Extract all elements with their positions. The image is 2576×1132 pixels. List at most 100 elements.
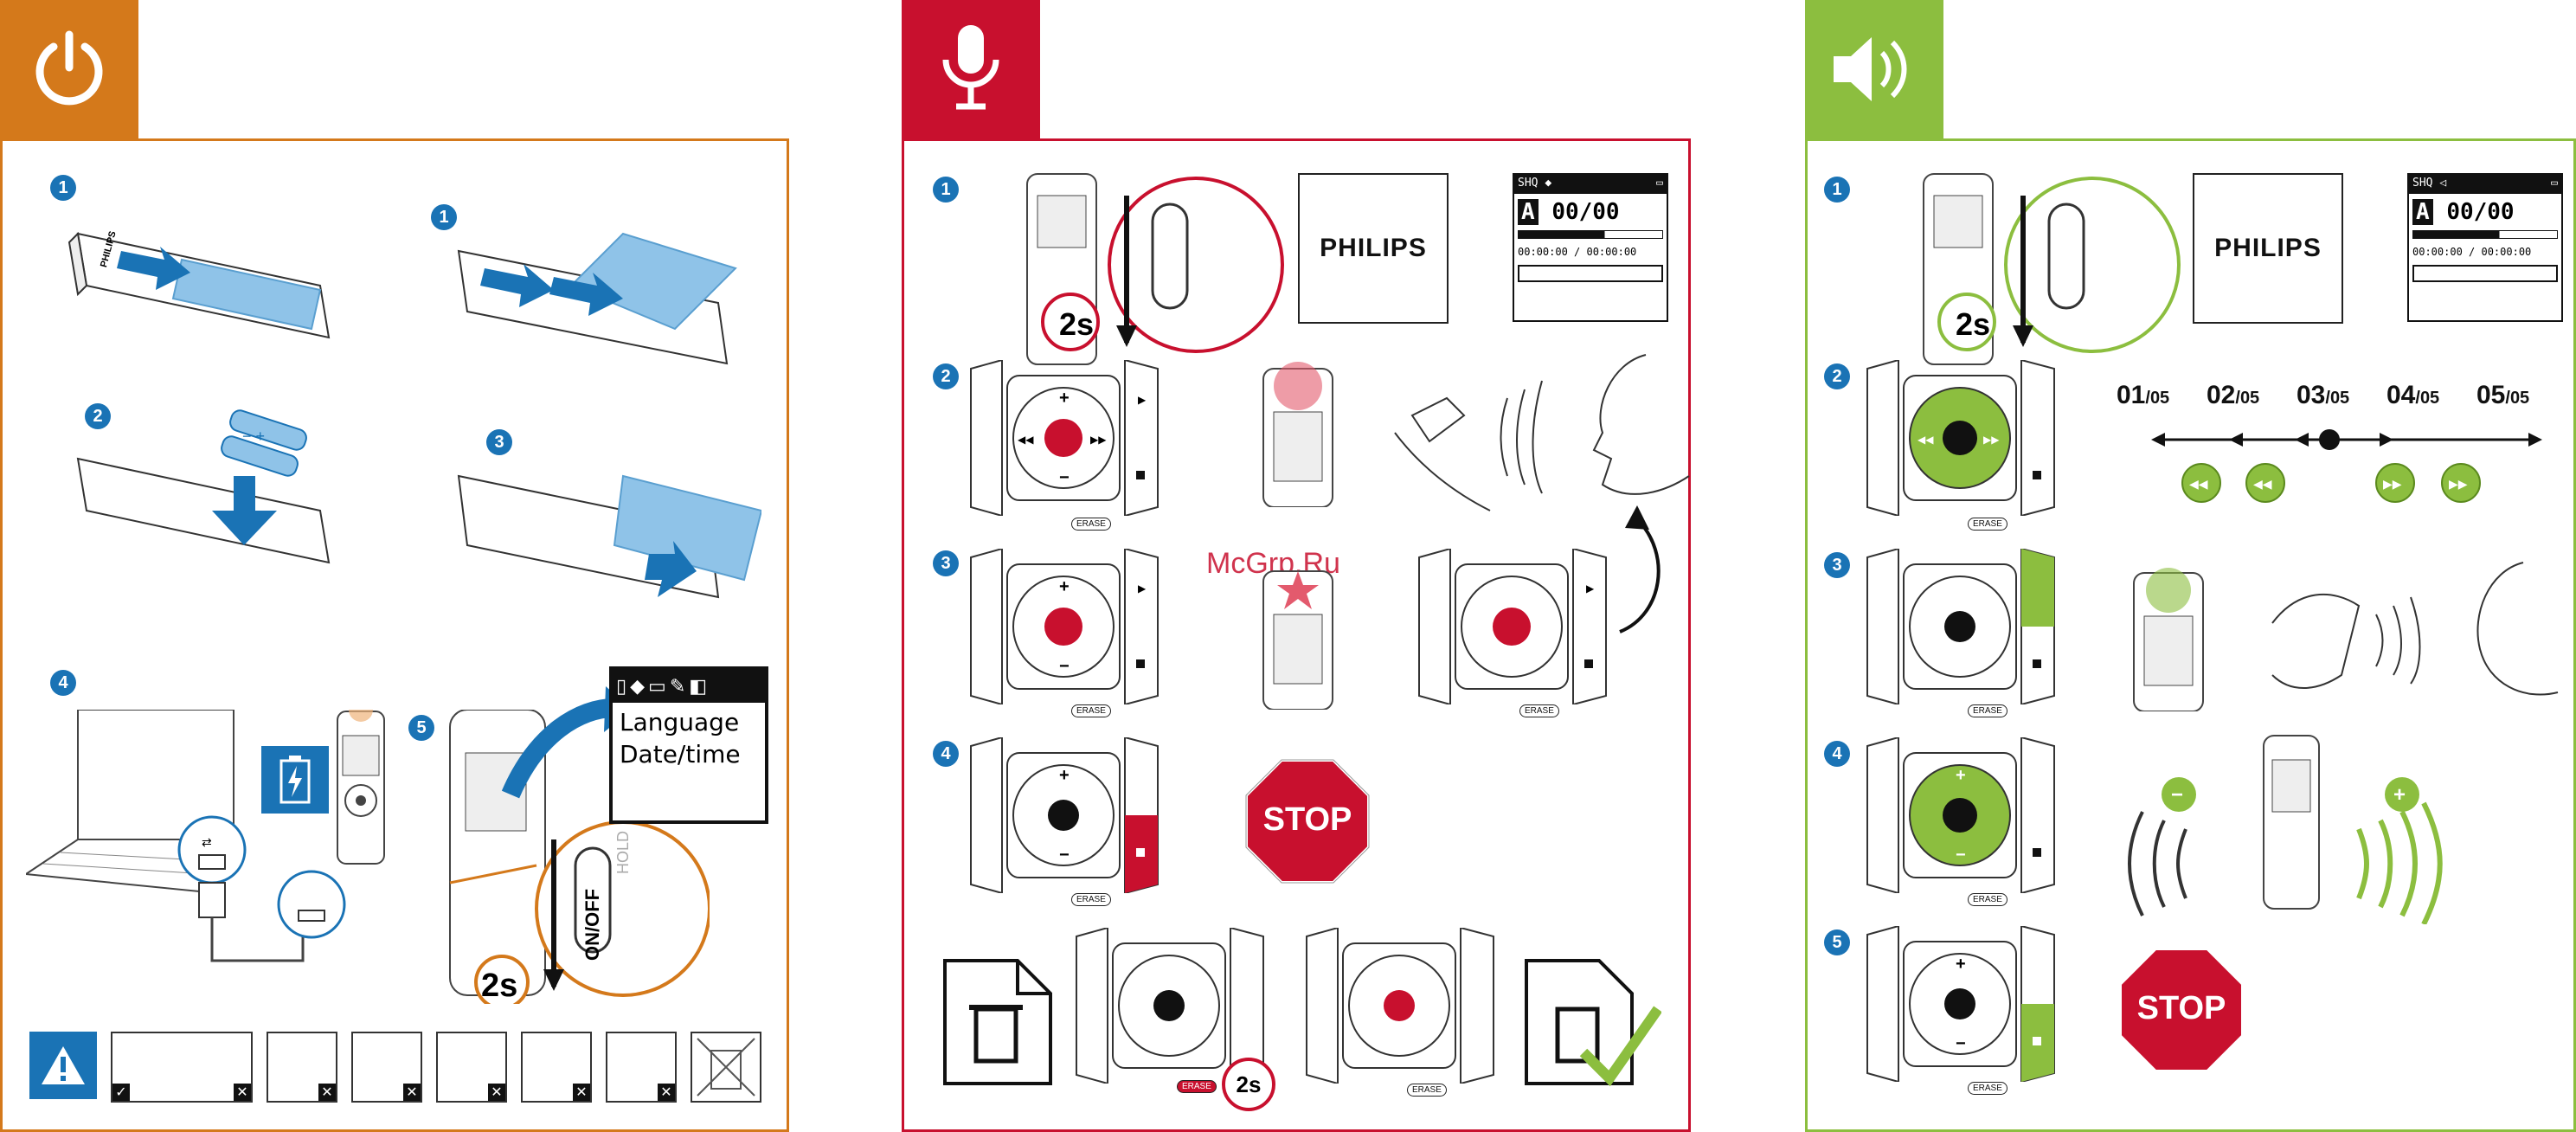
step-badge: 1 [431,204,457,230]
erase-button[interactable]: ERASE [1968,704,2007,717]
svg-text:▶▶: ▶▶ [2449,477,2468,491]
control-pad-stop[interactable]: + − [1866,926,2056,1082]
svg-text:▶: ▶ [1586,582,1595,595]
microphone-icon [942,25,999,110]
stop-label: STOP [1262,801,1352,838]
control-pad-volume[interactable]: + − [1866,737,2056,893]
svg-text:−: − [2171,783,2183,807]
step-badge: 2 [933,363,959,389]
step-badge: 2 [1824,363,1850,389]
erase-button[interactable]: ERASE [1519,704,1559,717]
charging-badge [261,746,329,814]
erase-button[interactable]: ERASE [1071,704,1111,717]
file-counter: 00/00 [1551,199,1620,225]
brand-screen: PHILIPS [1298,173,1449,324]
device-led-blink-illustration [1262,570,1333,710]
file-counter: 00/00 [2446,199,2515,225]
svg-text:◀◀: ◀◀ [2189,477,2208,491]
device-back-lift-cover-illustration [457,232,737,365]
brand-screen: PHILIPS [2193,173,2343,324]
control-pad-record[interactable]: ▶ [1417,549,1608,704]
hold-duration-label: 2s [1059,306,1095,342]
recorder-lcd-screen: SHQ ◆▭ A 00/00 00:00:00 / 00:00:00 [1513,173,1668,322]
menu-item-language[interactable]: Language [620,708,740,736]
warning-icons-row: ✓✕ ✕ ✕ ✕ ✕ ✕ [111,1032,761,1103]
step-badge: 1 [50,175,76,201]
progress-bar [2412,265,2558,282]
delete-file-icon [943,959,1052,1085]
warning-icon [42,1046,85,1084]
track-index: 03/05 [2297,381,2350,409]
track-index: 02/05 [2207,381,2260,409]
disposal-bin-icon [691,1032,761,1103]
device-hold-switch-illustration [1923,173,2181,365]
warning-badge [29,1032,97,1099]
lcd-status-bar: SHQ ◁▭ [2409,175,2561,194]
time-display: 00:00:00 / 00:00:00 [1518,246,1637,258]
listening-illustration [2271,562,2559,696]
switch-label: ON/OFF [581,888,603,961]
cleaning-ok-icon: ✓✕ [111,1032,253,1103]
progress-bar [1518,265,1663,282]
laptop-usb-illustration: ⇄ [26,710,346,962]
rain-icon: ✕ [521,1032,592,1103]
menu-item-datetime[interactable]: Date/time [620,740,741,769]
control-pad-record[interactable]: + − ▶ [969,549,1160,704]
folder-label: A [2412,199,2433,225]
playback-tab[interactable] [1805,0,1943,138]
erase-button[interactable]: ERASE [1071,518,1111,531]
hold-duration-label: 2s [1956,306,1991,342]
svg-text:▶▶: ▶▶ [1983,434,2000,446]
erase-button-highlighted[interactable]: ERASE [1177,1080,1217,1093]
player-lcd-screen: SHQ ◁▭ A 00/00 00:00:00 / 00:00:00 [2407,173,2563,322]
step-badge: 5 [408,715,434,741]
disassemble-icon: ✕ [606,1032,677,1103]
control-pad-stop[interactable]: + − [969,737,1160,893]
deleted-confirm-icon [1525,959,1661,1087]
control-pad-record[interactable] [1305,928,1495,1084]
device-back-open-illustration [67,231,331,339]
power-tab[interactable] [0,0,138,138]
control-pad-erase[interactable] [1075,928,1265,1084]
record-tab[interactable] [902,0,1040,138]
time-display: 00:00:00 / 00:00:00 [2412,246,2532,258]
svg-text:+: + [1059,577,1070,596]
erase-button[interactable]: ERASE [1968,893,2007,906]
record-panel: 1 2 3 4 2s PHILIPS SHQ ◆▭ A 00/00 00:00:… [902,0,1691,1132]
hand-speaking-illustration [1394,354,1690,511]
svg-text:−: − [1059,846,1070,865]
power-panel: 1 1 2 3 4 5 PHILIPS − + [0,0,789,1132]
menu-icon-bar: ▯ ◆ ▭ ✎ ◧ [613,670,765,703]
battery-icon: ▭ [1656,177,1663,190]
device-led-record-illustration [1262,362,1333,507]
speaker-icon: ◁ [2439,177,2447,190]
erase-button[interactable]: ERASE [1407,1084,1447,1097]
svg-text:◀◀: ◀◀ [2253,477,2272,491]
stop-sign [1244,758,1371,884]
erase-button[interactable]: ERASE [1071,893,1111,906]
control-pad-record[interactable]: + − ◀◀ ▶▶ ▶ [969,360,1160,516]
step-badge: 2 [85,403,111,429]
level-meter [2412,230,2558,239]
svg-text:⇄: ⇄ [202,835,212,849]
control-pad-skip[interactable]: ◀◀ ▶▶ [1866,360,2056,516]
erase-button[interactable]: ERASE [1968,518,2007,531]
device-icon: ◧ [689,675,708,697]
svg-text:+: + [1059,389,1070,408]
svg-text:+: + [1059,766,1070,785]
device-hold-switch-illustration [1026,173,1284,365]
battery-insert-illustration: − + [76,409,331,564]
step-badge: 4 [1824,741,1850,767]
svg-text:−: − [1059,468,1070,487]
curved-arrow [1619,505,1661,634]
svg-text:+: + [1956,766,1966,785]
speaker-icon [1834,37,1907,101]
erase-button[interactable]: ERASE [1968,1082,2007,1095]
water-drop-icon: ✕ [351,1032,422,1103]
control-pad-play[interactable] [1866,549,2056,704]
stop-label: STOP [2136,990,2226,1026]
microphone-icon: ◆ [1545,177,1552,190]
battery-icon: ▭ [2551,177,2558,190]
svg-text:− +: − + [242,428,265,445]
svg-text:▶▶: ▶▶ [2383,477,2402,491]
